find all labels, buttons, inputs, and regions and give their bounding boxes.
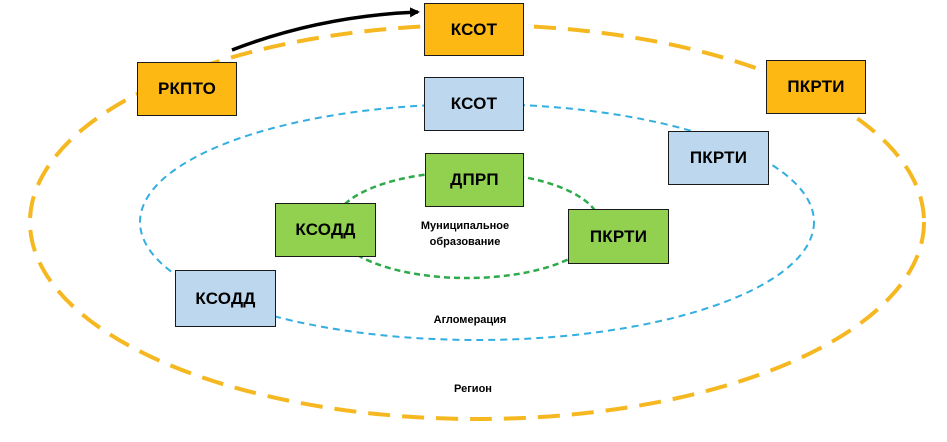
arrow-rkpto-to-ksot xyxy=(231,7,420,52)
municipal-label-line2: образование xyxy=(429,235,501,248)
region-node-pkrti: ПКРТИ xyxy=(766,60,866,114)
municipal-node-dprp: ДПРП xyxy=(425,153,524,207)
region-node-rkpto: РКПТО xyxy=(137,62,237,116)
municipal-label-line1: Муниципальное xyxy=(420,220,510,232)
agglomeration-label: Агломерация xyxy=(433,314,507,326)
municipal-node-ksodd: КСОДД xyxy=(275,203,376,257)
region-label: Регион xyxy=(454,383,492,395)
region-node-ksot: КСОТ xyxy=(424,3,524,56)
municipal-node-pkrti: ПКРТИ xyxy=(568,209,669,264)
municipal-label: Муниципальное образование xyxy=(405,219,525,251)
agglomeration-node-ksodd: КСОДД xyxy=(175,270,276,327)
agglomeration-node-pkrti: ПКРТИ xyxy=(668,131,769,185)
agglomeration-node-ksot: КСОТ xyxy=(424,77,524,131)
